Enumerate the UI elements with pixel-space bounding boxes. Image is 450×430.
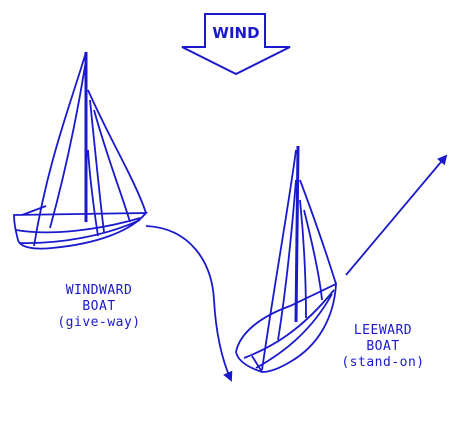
give-way-course-arrow [145,225,233,382]
wind-arrow: WIND [181,13,291,76]
windward-boat [13,51,148,250]
leeward-label-line1: LEEWARD [353,323,413,338]
leeward-mainsail [261,149,297,371]
wind-label: WIND [212,24,259,42]
stand-on-course-arrow [345,154,448,276]
windward-hull [13,212,148,250]
leeward-mast [294,145,300,323]
windward-label-line2: BOAT [82,299,116,314]
windward-label-line1: WINDWARD [65,283,133,298]
leeward-boat-label: LEEWARD BOAT (stand-on) [318,323,448,371]
windward-jib [87,89,147,214]
leeward-label-line3: (stand-on) [341,355,425,370]
windward-mainsail [33,51,87,247]
windward-boat-label: WINDWARD BOAT (give-way) [24,283,174,331]
leeward-jib [299,179,337,285]
windward-label-line3: (give-way) [57,315,141,330]
leeward-label-line2: BOAT [366,339,400,354]
leeward-boat [235,145,337,373]
